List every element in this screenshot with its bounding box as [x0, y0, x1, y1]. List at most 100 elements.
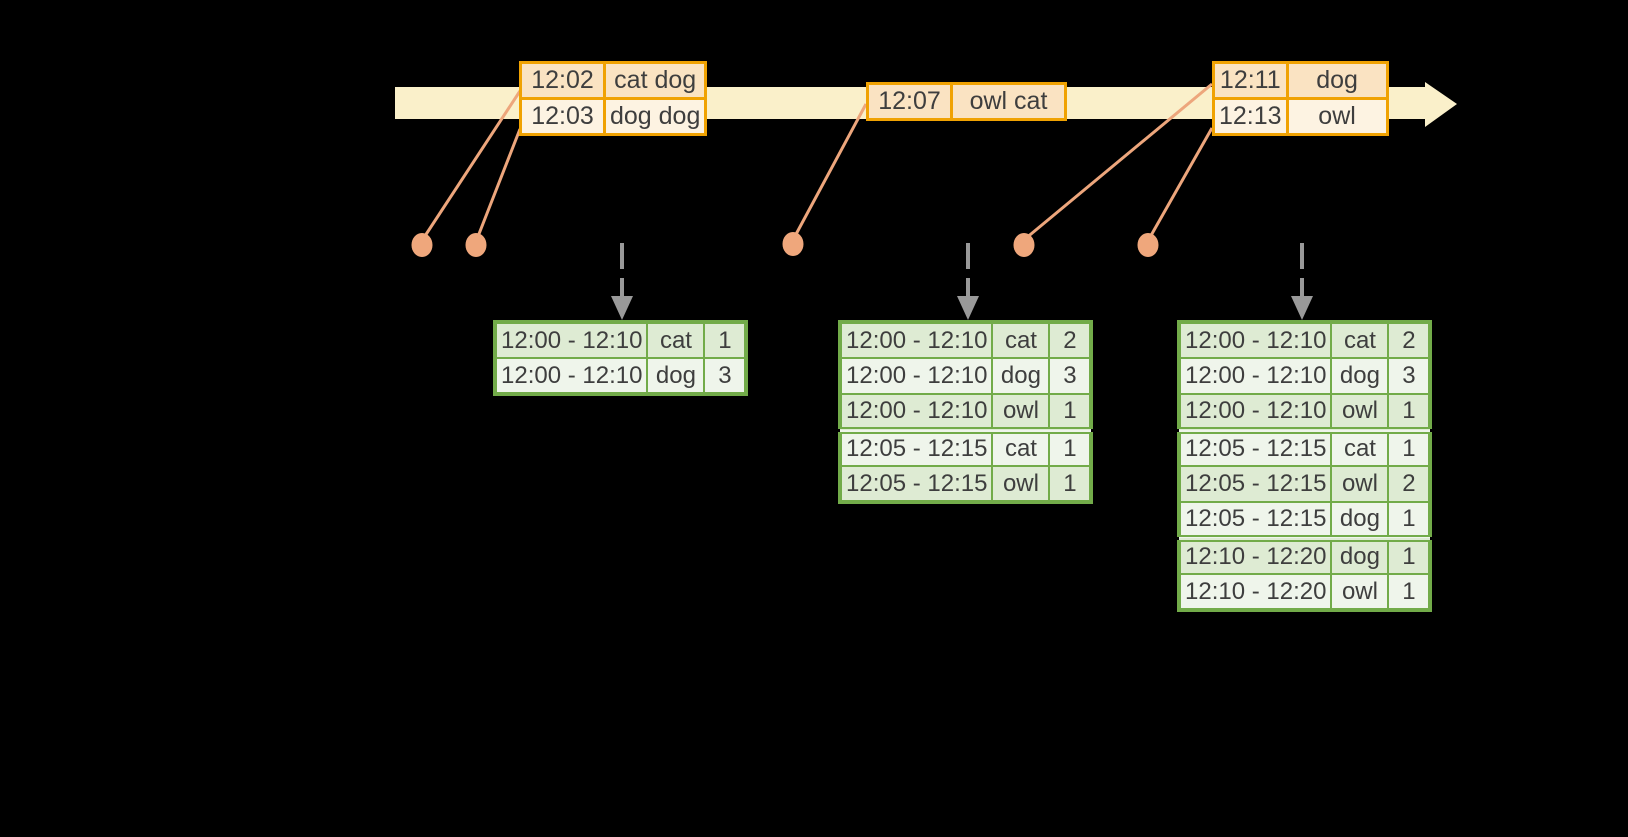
word-cell: owl: [991, 465, 1051, 503]
event-dot: [1013, 233, 1035, 257]
word-cell: owl: [991, 393, 1051, 431]
count-cell: 1: [1048, 393, 1093, 431]
word-cell: dog: [646, 357, 706, 395]
words-cell: cat dog: [602, 61, 708, 100]
time-cell: 12:02: [519, 61, 606, 100]
window-cell: 12:00 - 12:10: [1177, 357, 1333, 395]
trigger-arrow-icon: [1291, 243, 1313, 320]
count-cell: 2: [1387, 465, 1432, 503]
count-cell: 1: [1387, 573, 1432, 611]
word-cell: owl: [1330, 465, 1390, 503]
count-cell: 1: [1387, 393, 1432, 431]
word-cell: cat: [646, 321, 706, 359]
count-cell: 3: [1387, 357, 1432, 395]
count-cell: 3: [703, 357, 748, 395]
word-cell: dog: [991, 357, 1051, 395]
window-cell: 12:05 - 12:15: [1177, 465, 1333, 503]
word-cell: cat: [991, 321, 1051, 359]
connector-line: [475, 128, 522, 240]
window-cell: 12:10 - 12:20: [1177, 534, 1333, 575]
time-cell: 12:11: [1212, 61, 1289, 100]
count-cell: 2: [1387, 321, 1432, 359]
trigger-arrow-icon: [611, 243, 633, 320]
count-cell: 1: [703, 321, 748, 359]
count-cell: 2: [1048, 321, 1093, 359]
words-cell: owl: [1285, 97, 1389, 136]
window-cell: 12:00 - 12:10: [838, 357, 994, 395]
connector-line: [792, 103, 868, 239]
words-cell: owl cat: [950, 82, 1067, 121]
event-dot: [411, 233, 433, 257]
word-cell: cat: [1330, 426, 1390, 467]
count-cell: 3: [1048, 357, 1093, 395]
words-cell: dog dog: [602, 97, 708, 136]
event-dot: [782, 232, 804, 256]
window-cell: 12:00 - 12:10: [1177, 321, 1333, 359]
window-cell: 12:00 - 12:10: [493, 321, 649, 359]
count-cell: 1: [1048, 426, 1093, 467]
time-cell: 12:13: [1212, 97, 1289, 136]
time-cell: 12:07: [866, 82, 953, 121]
word-cell: owl: [1330, 573, 1390, 611]
count-cell: 1: [1387, 426, 1432, 467]
word-cell: dog: [1330, 357, 1390, 395]
window-cell: 12:05 - 12:15: [1177, 501, 1333, 539]
word-cell: dog: [1330, 534, 1390, 575]
window-cell: 12:05 - 12:15: [838, 465, 994, 503]
count-cell: 1: [1048, 465, 1093, 503]
event-dot: [1137, 233, 1159, 257]
count-cell: 1: [1387, 534, 1432, 575]
window-cell: 12:00 - 12:10: [838, 321, 994, 359]
window-cell: 12:10 - 12:20: [1177, 573, 1333, 611]
window-cell: 12:05 - 12:15: [838, 426, 994, 467]
word-cell: dog: [1330, 501, 1390, 539]
count-cell: 1: [1387, 501, 1432, 539]
word-cell: cat: [1330, 321, 1390, 359]
word-cell: owl: [1330, 393, 1390, 431]
connector-line: [1024, 82, 1213, 241]
window-cell: 12:05 - 12:15: [1177, 426, 1333, 467]
word-cell: cat: [991, 426, 1051, 467]
trigger-arrow-icon: [957, 243, 979, 320]
words-cell: dog: [1285, 61, 1389, 100]
event-dot: [465, 233, 487, 257]
time-cell: 12:03: [519, 97, 606, 136]
connector-line: [1147, 127, 1214, 240]
window-cell: 12:00 - 12:10: [838, 393, 994, 431]
window-cell: 12:00 - 12:10: [1177, 393, 1333, 431]
connector-line: [421, 90, 522, 240]
window-cell: 12:00 - 12:10: [493, 357, 649, 395]
